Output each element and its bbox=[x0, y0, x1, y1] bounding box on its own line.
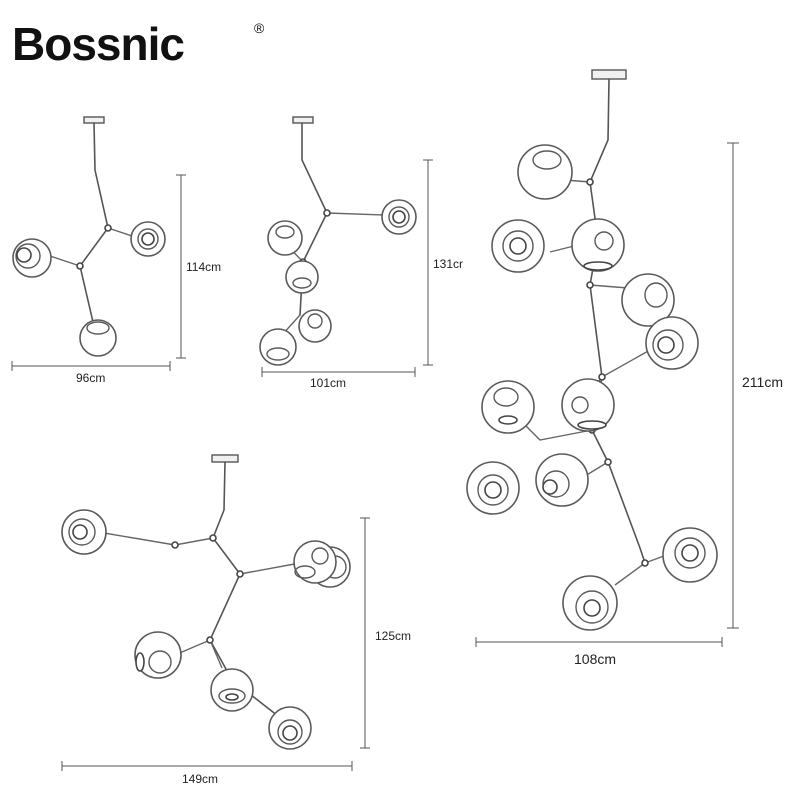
branch-arms bbox=[97, 531, 301, 669]
canopy bbox=[83, 116, 105, 124]
globe bbox=[298, 309, 332, 343]
width-label: 108cm bbox=[574, 651, 616, 667]
globe bbox=[259, 328, 297, 366]
globe bbox=[621, 273, 675, 327]
globe bbox=[561, 378, 615, 432]
joint bbox=[209, 534, 217, 542]
height-label: 211cm bbox=[742, 374, 783, 390]
globe bbox=[134, 631, 182, 679]
brand-name: Bossnic bbox=[12, 18, 185, 70]
globe bbox=[535, 453, 589, 507]
brand-logo: Bossnic ® bbox=[12, 14, 272, 74]
width-label: 149cm bbox=[182, 772, 218, 786]
height-label: 125cm bbox=[375, 629, 411, 643]
globe bbox=[12, 238, 52, 278]
joint bbox=[641, 559, 649, 567]
branch-arms bbox=[43, 227, 133, 267]
joint bbox=[236, 570, 244, 578]
lamp-tall: 211cm 108cm bbox=[466, 69, 783, 667]
globe bbox=[517, 144, 573, 200]
globe bbox=[381, 199, 417, 235]
joint bbox=[586, 281, 594, 289]
globe bbox=[210, 668, 254, 712]
globe bbox=[571, 218, 625, 272]
lamp-medium: 131cr 101cm bbox=[259, 116, 463, 390]
canopy bbox=[591, 69, 627, 80]
globe bbox=[645, 316, 699, 370]
globe bbox=[662, 527, 718, 583]
lamp-small: 114cm 96cm bbox=[11, 116, 221, 385]
joint bbox=[104, 224, 112, 232]
globe bbox=[267, 220, 303, 256]
stem bbox=[79, 122, 109, 323]
globe bbox=[562, 575, 618, 631]
canopy bbox=[292, 116, 314, 124]
width-label: 101cm bbox=[310, 376, 346, 390]
globe bbox=[466, 461, 520, 515]
height-label: 131cr bbox=[433, 257, 463, 271]
joint bbox=[76, 262, 84, 270]
globe bbox=[79, 319, 117, 357]
globe bbox=[61, 509, 107, 555]
width-label: 96cm bbox=[76, 371, 105, 385]
joint bbox=[206, 636, 214, 644]
stem bbox=[589, 78, 646, 564]
joint bbox=[171, 541, 179, 549]
canopy bbox=[211, 454, 239, 463]
globe bbox=[285, 260, 319, 294]
globe bbox=[130, 221, 166, 257]
globe bbox=[268, 706, 312, 750]
joint bbox=[598, 373, 606, 381]
globe bbox=[491, 219, 545, 273]
lamp-wide: 125cm 149cm bbox=[61, 454, 411, 786]
joint bbox=[323, 209, 331, 217]
globe bbox=[481, 380, 535, 434]
registered-mark: ® bbox=[254, 20, 265, 36]
globe bbox=[293, 540, 337, 584]
height-label: 114cm bbox=[186, 260, 221, 274]
joint bbox=[604, 458, 612, 466]
joint bbox=[586, 178, 594, 186]
